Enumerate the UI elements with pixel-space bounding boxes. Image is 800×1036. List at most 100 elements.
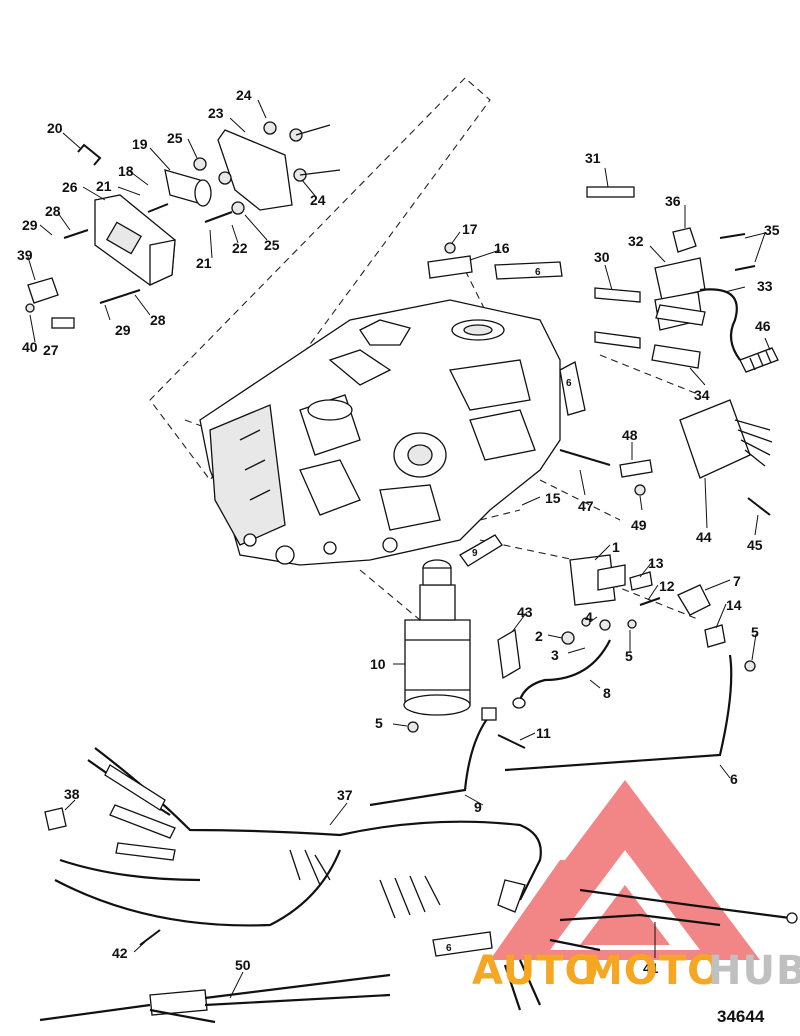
callout-17: 17 [462, 221, 478, 237]
callout-38: 38 [64, 786, 80, 802]
callout-48: 48 [622, 427, 638, 443]
callout-25-top: 25 [167, 130, 183, 146]
sensor-part-16 [427, 255, 473, 279]
cable-part-6 [504, 654, 733, 772]
rectifier-part-44 [679, 399, 751, 479]
callout-39: 39 [17, 247, 33, 263]
callout-44: 44 [696, 529, 712, 545]
watermark-moto: MOTO [583, 948, 722, 994]
sensor-group: 6 6 9 [427, 242, 586, 567]
callout-6: 6 [730, 771, 738, 787]
callout-37: 37 [337, 787, 353, 803]
callout-21-top: 21 [96, 178, 112, 194]
callout-29-top: 29 [22, 217, 38, 233]
screw-part-49 [634, 484, 646, 496]
callout-18: 18 [118, 163, 134, 179]
callout-3: 3 [551, 647, 559, 663]
callout-23: 23 [208, 105, 224, 121]
cap-part-34 [651, 344, 701, 369]
tag-part-27 [51, 317, 75, 329]
callout-5-right: 5 [751, 624, 759, 640]
svg-text:9: 9 [472, 548, 478, 559]
callout-8: 8 [603, 685, 611, 701]
callout-5-starter: 5 [375, 715, 383, 731]
svg-text:6: 6 [566, 378, 572, 389]
solenoid-group [369, 554, 756, 807]
callout-16: 16 [494, 240, 510, 256]
cable-part-8 [518, 639, 611, 701]
clip-part-20 [77, 143, 102, 166]
tie-part-42 [139, 929, 161, 946]
callout-34: 34 [694, 387, 710, 403]
leader-lines [27, 99, 771, 999]
callout-45: 45 [747, 537, 763, 553]
clip-part-14 [704, 624, 726, 648]
callout-labels: 1 2 3 4 5 5 5 6 7 8 9 10 11 12 13 14 15 … [17, 87, 780, 976]
bracket-part-13 [629, 571, 653, 591]
callout-46: 46 [755, 318, 771, 334]
starter-group [403, 559, 471, 733]
callout-30: 30 [594, 249, 610, 265]
watermark-hub: HUB [708, 948, 800, 994]
boot-part-7 [677, 584, 711, 616]
callout-21-bottom: 21 [196, 255, 212, 271]
harness-part-41 [579, 888, 791, 920]
rectifier-group [559, 399, 773, 516]
wiring-harness-group: 6 [39, 747, 798, 1024]
callout-11: 11 [536, 725, 551, 741]
callout-47: 47 [578, 498, 594, 514]
harness-part-50 [149, 989, 208, 1016]
cable-part-9 [369, 714, 491, 807]
bolt-part-2 [561, 631, 575, 645]
watermark-auto: AUTO [472, 948, 600, 994]
screw-part-28 [63, 229, 89, 239]
callout-28-bottom: 28 [150, 312, 166, 328]
watermark-logo [490, 780, 760, 960]
ignition-group [586, 186, 779, 373]
callout-24-top: 24 [236, 87, 252, 103]
callout-7: 7 [733, 573, 741, 589]
callout-50: 50 [235, 957, 251, 973]
svg-text:6: 6 [446, 943, 452, 954]
callout-29-bottom: 29 [115, 322, 131, 338]
callout-33: 33 [757, 278, 773, 294]
bracket-part-48 [619, 459, 653, 478]
callout-19: 19 [132, 136, 148, 152]
connector-part-39 [27, 277, 59, 304]
screw-part-17 [444, 242, 456, 254]
boot-part-36 [672, 227, 697, 253]
callout-42: 42 [112, 945, 128, 961]
callout-14: 14 [726, 597, 742, 613]
callout-43: 43 [517, 604, 533, 620]
callout-49: 49 [631, 517, 647, 533]
callout-40: 40 [22, 339, 38, 355]
callout-22: 22 [232, 240, 248, 256]
figure-number: 34644 [717, 1007, 765, 1026]
callout-27: 27 [43, 342, 59, 358]
bolt-part-11 [497, 734, 526, 749]
svg-text:6: 6 [535, 267, 541, 278]
callout-31: 31 [585, 150, 601, 166]
callout-32: 32 [628, 233, 644, 249]
bracket-part-23 [217, 129, 293, 211]
solenoid-part-1 [569, 554, 616, 606]
callout-15: 15 [545, 490, 561, 506]
callout-10: 10 [370, 656, 386, 672]
screw-part-45 [747, 497, 771, 516]
callout-35: 35 [764, 222, 780, 238]
callout-5-solenoid: 5 [625, 648, 633, 664]
screw-part-21 [204, 211, 233, 223]
callout-28-top: 28 [45, 203, 61, 219]
callout-25-bottom: 25 [264, 237, 280, 253]
decal-part-31 [586, 186, 635, 198]
callout-26: 26 [62, 179, 78, 195]
connector-part-38 [44, 807, 67, 831]
callout-12: 12 [659, 578, 675, 594]
bracket-part-43 [497, 628, 521, 680]
screw-part-12 [639, 597, 661, 606]
control-module-group [25, 121, 341, 329]
callout-9: 9 [474, 799, 482, 815]
engine-block [199, 299, 561, 566]
callout-24-right: 24 [310, 192, 326, 208]
